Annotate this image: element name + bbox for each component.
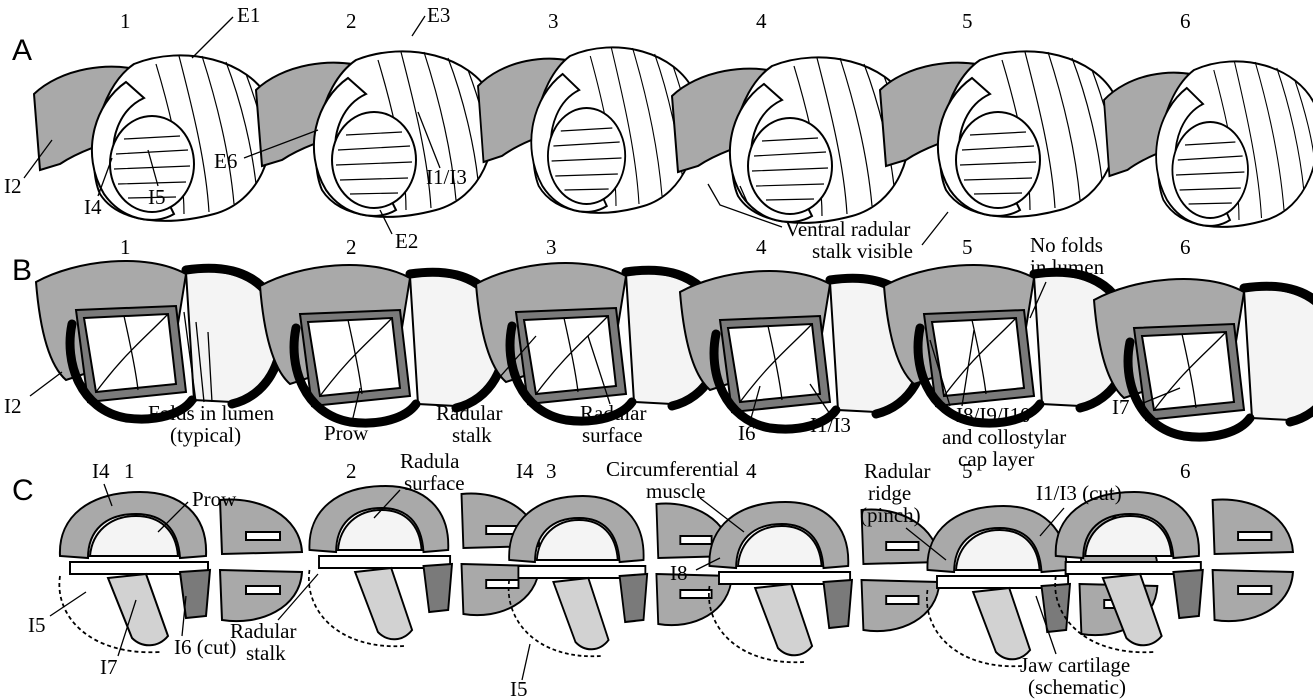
label-i8-c4: I8 bbox=[670, 561, 688, 585]
label-e2: E2 bbox=[395, 229, 418, 253]
label-radula-2: surface bbox=[404, 471, 465, 495]
label-i4-c3: I4 bbox=[516, 459, 534, 483]
col-number-a5: 5 bbox=[962, 9, 973, 33]
label-i7-c1: I7 bbox=[100, 655, 118, 679]
label-i4-c1: I4 bbox=[92, 459, 110, 483]
label-i8-1: I8/I9/I10 bbox=[956, 403, 1031, 427]
col-number-b3: 3 bbox=[546, 235, 557, 259]
label-folds-1: Folds in lumen bbox=[148, 401, 275, 425]
panel-b2 bbox=[260, 265, 505, 423]
panel-b3 bbox=[476, 263, 721, 421]
label-ridge-1: Radular bbox=[864, 459, 930, 483]
col-number-a2: 2 bbox=[346, 9, 357, 33]
label-i7-b: I7 bbox=[1112, 395, 1130, 419]
row-label-b: B bbox=[12, 254, 32, 287]
col-number-c5: 5 bbox=[962, 459, 973, 483]
panel-a3 bbox=[478, 47, 697, 212]
label-circ-2: muscle bbox=[646, 479, 705, 503]
col-number-b2: 2 bbox=[346, 235, 357, 259]
col-number-a3: 3 bbox=[548, 9, 559, 33]
row-label-c: C bbox=[12, 474, 34, 507]
label-circ-1: Circumferential bbox=[606, 457, 739, 481]
label-surface-b-1: Radular bbox=[580, 401, 646, 425]
label-prow-c: Prow bbox=[192, 487, 237, 511]
col-number-c6: 6 bbox=[1180, 459, 1191, 483]
col-number-b5: 5 bbox=[962, 235, 973, 259]
label-nofolds-1: No folds bbox=[1030, 233, 1103, 257]
panel-c3 bbox=[509, 496, 732, 656]
panel-a6 bbox=[1104, 61, 1313, 226]
label-stalk-c-1: Radular bbox=[230, 619, 296, 643]
label-ventral-2: stalk visible bbox=[812, 239, 913, 263]
label-i2-b: I2 bbox=[4, 394, 22, 418]
panel-c2 bbox=[309, 486, 540, 646]
col-number-c1: 1 bbox=[124, 459, 135, 483]
label-i5-c1: I5 bbox=[28, 613, 46, 637]
col-number-a1: 1 bbox=[120, 9, 131, 33]
label-i6-b: I6 bbox=[738, 421, 756, 445]
label-i6-cut: I6 (cut) bbox=[174, 635, 236, 659]
label-i2-a: I2 bbox=[4, 174, 22, 198]
panel-b1 bbox=[36, 261, 281, 419]
label-ventral-1: Ventral radular bbox=[785, 217, 910, 241]
row-label-a: A bbox=[12, 34, 32, 67]
col-number-c2: 2 bbox=[346, 459, 357, 483]
col-number-c4: 4 bbox=[746, 459, 757, 483]
label-ridge-3: (pinch) bbox=[860, 503, 921, 527]
label-stalk-c-2: stalk bbox=[246, 641, 286, 665]
label-i1-i3-cut: I1/I3 (cut) bbox=[1036, 481, 1122, 505]
label-folds-2: (typical) bbox=[170, 423, 241, 447]
label-stalk-b-2: stalk bbox=[452, 423, 492, 447]
panel-a5 bbox=[880, 51, 1118, 216]
panel-a4 bbox=[672, 57, 910, 222]
col-number-b6: 6 bbox=[1180, 235, 1191, 259]
label-stalk-b-1: Radular bbox=[436, 401, 502, 425]
label-i4-a: I4 bbox=[84, 195, 102, 219]
label-i5-c3: I5 bbox=[510, 677, 528, 700]
label-surface-b-2: surface bbox=[582, 423, 643, 447]
col-number-b4: 4 bbox=[756, 235, 767, 259]
label-jaw-1: Jaw cartilage bbox=[1020, 653, 1130, 677]
label-i1-i3-a: I1/I3 bbox=[426, 165, 467, 189]
label-e1: E1 bbox=[237, 3, 260, 27]
label-i8-2: and collostylar bbox=[942, 425, 1066, 449]
label-e3: E3 bbox=[427, 3, 450, 27]
panel-b5 bbox=[884, 265, 1129, 423]
label-i5-a: I5 bbox=[148, 185, 166, 209]
col-number-a4: 4 bbox=[756, 9, 767, 33]
label-prow-b: Prow bbox=[324, 421, 369, 445]
label-i1-i3-b: I1/I3 bbox=[810, 413, 851, 437]
col-number-c3: 3 bbox=[546, 459, 557, 483]
col-number-b1: 1 bbox=[120, 235, 131, 259]
col-number-a6: 6 bbox=[1180, 9, 1191, 33]
label-nofolds-2: in lumen bbox=[1030, 255, 1105, 279]
label-jaw-2: (schematic) bbox=[1028, 675, 1126, 699]
label-e6: E6 bbox=[214, 149, 237, 173]
label-ridge-2: ridge bbox=[868, 481, 911, 505]
label-radula-1: Radula bbox=[400, 449, 460, 473]
panel-a2 bbox=[256, 51, 494, 216]
